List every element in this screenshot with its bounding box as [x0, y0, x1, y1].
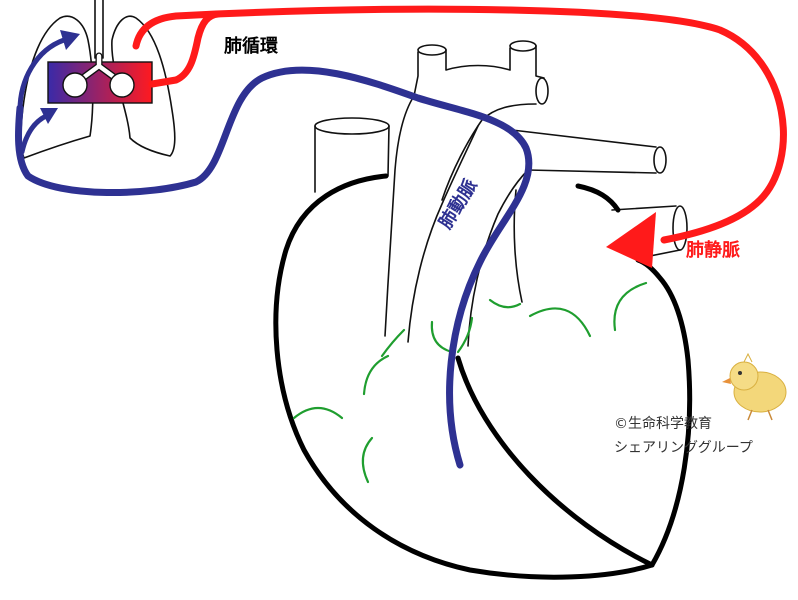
alveolus-right	[109, 72, 135, 98]
upper-lung-arrow-head	[60, 30, 80, 50]
pulmonary-circulation-label: 肺循環	[224, 35, 279, 57]
chick-illustration	[722, 352, 787, 421]
coronary-vessel	[613, 281, 648, 332]
pulmonary-vein-inlet-top	[611, 205, 677, 211]
pulmonary-artery-line	[15, 66, 533, 469]
aorta-branch-1-opening	[417, 44, 447, 56]
lower-lung-arrow-head	[40, 108, 58, 124]
superior-vena-cava-right	[387, 125, 390, 177]
aorta-branch-3-opening	[535, 77, 549, 105]
credit-line-1: ©生命科学教育	[614, 415, 712, 432]
coronary-vessel	[430, 320, 454, 354]
aorta-branch-2-opening	[509, 40, 537, 52]
lungs	[20, 0, 176, 159]
coronary-vessel	[528, 307, 592, 338]
pulmonary-vein-inlet-opening	[672, 205, 688, 251]
alveolus-left	[62, 72, 88, 98]
right-pulmonary-artery-top	[511, 129, 657, 148]
heart-outline-top-right	[575, 183, 621, 213]
coronary-vessels	[292, 281, 648, 484]
upper-lung-flow-line	[17, 37, 67, 113]
pulmonary-vein-label: 肺静脈	[686, 239, 740, 261]
pulmonary-trunk-left-wall	[407, 125, 479, 343]
superior-vena-cava-opening	[314, 117, 390, 135]
aorta-arch-top	[445, 47, 511, 71]
right-pulmonary-artery-bottom	[527, 169, 657, 174]
coronary-vessel	[488, 298, 522, 309]
pulmonary-artery-path	[15, 30, 533, 469]
pulmonary-vein-arrow-head	[606, 212, 656, 268]
interventricular-septum	[455, 355, 655, 568]
coronary-vessel	[456, 316, 474, 354]
heart-outline-right	[635, 257, 693, 568]
lower-lung-flow-line	[19, 113, 49, 155]
pulmonary-vein-path	[132, 5, 787, 268]
coronary-vessel	[362, 354, 390, 396]
coronary-vessel	[292, 406, 344, 420]
heart-outline-left	[273, 173, 655, 580]
great-vessels	[314, 40, 688, 347]
aorta-left-wall	[384, 51, 419, 337]
right-lung-outline	[111, 15, 176, 157]
pulmonary-vein-from-lung	[148, 10, 222, 88]
right-pulmonary-artery-opening	[653, 146, 667, 174]
heart	[273, 173, 693, 580]
coronary-vessel	[361, 436, 374, 484]
pulmonary-trunk-right-wall	[467, 169, 529, 347]
coronary-vessel	[380, 328, 406, 358]
credit-line-2: シェアリンググループ	[614, 440, 753, 456]
